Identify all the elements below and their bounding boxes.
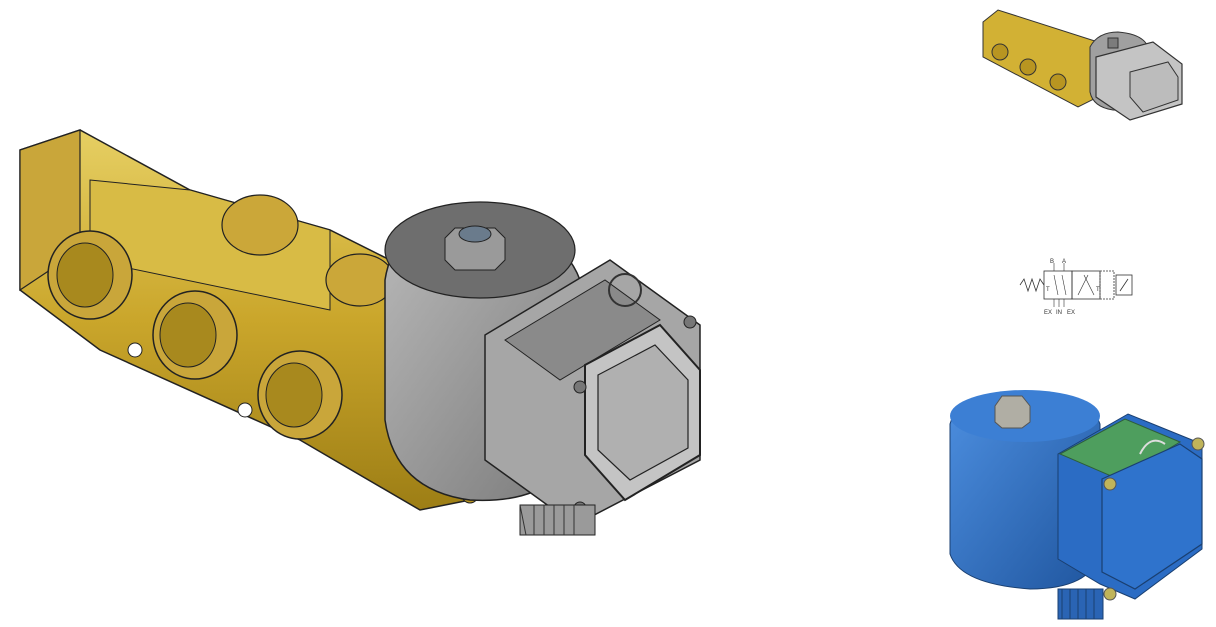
valve-symbol: B A T T EX IN EX [1018, 255, 1138, 317]
port-1 [47, 230, 133, 320]
label-in: IN [1056, 310, 1062, 316]
solenoid-valve-thumbnail [978, 2, 1188, 126]
label-ex1: EX [1044, 310, 1052, 316]
port-3 [257, 350, 343, 440]
cable-gland [519, 504, 596, 536]
label-t2: T [1096, 287, 1100, 293]
coil-photo [940, 384, 1210, 624]
cable-gland [1057, 588, 1104, 620]
solenoid-valve-render [0, 110, 720, 550]
label-b: B [1050, 259, 1054, 265]
label-t1: T [1046, 287, 1050, 293]
coil-nut [994, 395, 1031, 429]
port-2 [152, 290, 238, 380]
label-ex2: EX [1067, 310, 1075, 316]
label-a: A [1062, 259, 1066, 265]
coil-nut [444, 225, 506, 271]
